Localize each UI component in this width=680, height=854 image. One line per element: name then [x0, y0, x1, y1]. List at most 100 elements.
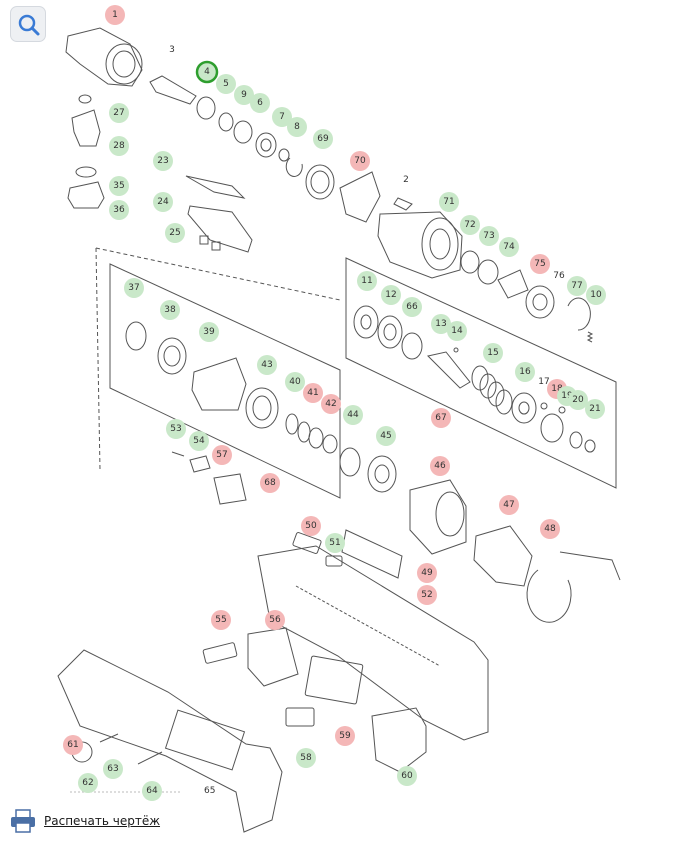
callout-52[interactable]: 52 — [417, 585, 437, 605]
callout-7[interactable]: 7 — [272, 107, 292, 127]
callout-9[interactable]: 9 — [234, 85, 254, 105]
callout-38-badge — [160, 300, 180, 320]
callout-74[interactable]: 74 — [499, 237, 519, 257]
callout-62-label: 62 — [82, 778, 93, 788]
callout-3-label: 3 — [169, 45, 175, 55]
callout-36-badge — [109, 200, 129, 220]
callout-71[interactable]: 71 — [439, 192, 459, 212]
callout-10[interactable]: 10 — [586, 285, 606, 305]
callout-69-badge — [313, 129, 333, 149]
callout-1[interactable]: 1 — [105, 5, 125, 25]
callout-23[interactable]: 23 — [153, 151, 173, 171]
callout-38[interactable]: 38 — [160, 300, 180, 320]
callout-62[interactable]: 62 — [78, 773, 98, 793]
callout-59[interactable]: 59 — [335, 726, 355, 746]
callout-20[interactable]: 20 — [568, 390, 588, 410]
callout-73-label: 73 — [483, 231, 494, 241]
callout-37-label: 37 — [128, 283, 139, 293]
callout-28-badge — [109, 136, 129, 156]
callout-38-label: 38 — [164, 305, 176, 315]
callout-5-badge — [216, 74, 236, 94]
callout-5[interactable]: 5 — [216, 74, 236, 94]
callout-69[interactable]: 69 — [313, 129, 333, 149]
callout-61[interactable]: 61 — [63, 735, 83, 755]
callout-10-badge — [586, 285, 606, 305]
callout-40-badge — [285, 372, 305, 392]
callout-11-badge — [357, 271, 377, 291]
callout-24[interactable]: 24 — [153, 192, 173, 212]
print-drawing-link[interactable]: Распечать чертёж — [10, 809, 160, 833]
callout-53[interactable]: 53 — [166, 419, 186, 439]
callout-40[interactable]: 40 — [285, 372, 305, 392]
callout-60[interactable]: 60 — [397, 766, 417, 786]
callout-61-label: 61 — [67, 740, 78, 750]
callout-46[interactable]: 46 — [430, 456, 450, 476]
callout-4[interactable]: 4 — [195, 60, 219, 84]
search-button[interactable] — [10, 6, 46, 42]
callout-21[interactable]: 21 — [585, 399, 605, 419]
callout-50[interactable]: 50 — [301, 516, 321, 536]
callout-63[interactable]: 63 — [103, 759, 123, 779]
callout-44[interactable]: 44 — [343, 405, 363, 425]
callout-67[interactable]: 67 — [431, 408, 451, 428]
callout-74-label: 74 — [503, 242, 515, 252]
callout-42[interactable]: 42 — [321, 394, 341, 414]
callout-63-label: 63 — [107, 764, 118, 774]
callout-41[interactable]: 41 — [303, 383, 323, 403]
callout-8[interactable]: 8 — [287, 117, 307, 137]
callout-52-badge — [417, 585, 437, 605]
callout-48[interactable]: 48 — [540, 519, 560, 539]
callout-49[interactable]: 49 — [417, 563, 437, 583]
callout-77-badge — [567, 276, 587, 296]
callout-68-label: 68 — [264, 478, 276, 488]
callout-58[interactable]: 58 — [296, 748, 316, 768]
callout-28-label: 28 — [113, 141, 125, 151]
callout-57[interactable]: 57 — [212, 445, 232, 465]
search-icon — [18, 14, 40, 36]
callout-12-label: 12 — [385, 290, 396, 300]
callout-27[interactable]: 27 — [109, 103, 129, 123]
callout-16-label: 16 — [519, 367, 531, 377]
callout-35[interactable]: 35 — [109, 176, 129, 196]
callout-47[interactable]: 47 — [499, 495, 519, 515]
callout-45[interactable]: 45 — [376, 426, 396, 446]
callout-66[interactable]: 66 — [402, 297, 422, 317]
callout-15[interactable]: 15 — [483, 343, 503, 363]
callout-8-badge — [287, 117, 307, 137]
callout-11[interactable]: 11 — [357, 271, 377, 291]
callout-14-label: 14 — [451, 326, 463, 336]
callout-68[interactable]: 68 — [260, 473, 280, 493]
callout-25[interactable]: 25 — [165, 223, 185, 243]
callout-13[interactable]: 13 — [431, 314, 451, 334]
callout-72[interactable]: 72 — [460, 215, 480, 235]
callout-6[interactable]: 6 — [250, 93, 270, 113]
callout-64[interactable]: 64 — [142, 781, 162, 801]
callout-11-label: 11 — [361, 276, 372, 286]
callout-75[interactable]: 75 — [530, 254, 550, 274]
callout-37[interactable]: 37 — [124, 278, 144, 298]
callout-54[interactable]: 54 — [189, 431, 209, 451]
callout-55[interactable]: 55 — [211, 610, 231, 630]
callout-59-label: 59 — [339, 731, 351, 741]
callout-14[interactable]: 14 — [447, 321, 467, 341]
callout-36[interactable]: 36 — [109, 200, 129, 220]
callout-42-label: 42 — [325, 399, 336, 409]
callout-56[interactable]: 56 — [265, 610, 285, 630]
callout-16[interactable]: 16 — [515, 362, 535, 382]
callout-24-badge — [153, 192, 173, 212]
callout-72-label: 72 — [464, 220, 475, 230]
callout-51[interactable]: 51 — [325, 533, 345, 553]
callout-50-badge — [301, 516, 321, 536]
callout-67-badge — [431, 408, 451, 428]
callout-43[interactable]: 43 — [257, 355, 277, 375]
callout-layer: 1345967869702728353623242527172737475767… — [63, 5, 606, 801]
callout-16-badge — [515, 362, 535, 382]
callout-39[interactable]: 39 — [199, 322, 219, 342]
callout-73[interactable]: 73 — [479, 226, 499, 246]
callout-60-label: 60 — [401, 771, 413, 781]
callout-28[interactable]: 28 — [109, 136, 129, 156]
diagram-linework — [57, 27, 621, 833]
callout-70[interactable]: 70 — [350, 151, 370, 171]
callout-12[interactable]: 12 — [381, 285, 401, 305]
callout-77[interactable]: 77 — [567, 276, 587, 296]
